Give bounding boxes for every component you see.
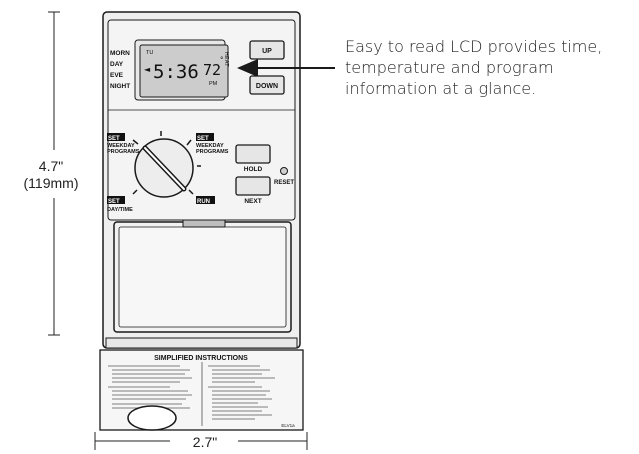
next-button[interactable]: NEXT (244, 198, 261, 205)
tag-set-weekday-right: SET (197, 136, 209, 142)
label-daytime: DAY/TIME (107, 207, 133, 213)
cover-window (113, 219, 292, 333)
lcd-callout-text: Easy to read LCD provides time, temperat… (345, 36, 630, 99)
instructions-title: SIMPLIFIED INSTRUCTIONS (154, 355, 248, 362)
label-programs-right: PROGRAMS (196, 149, 229, 155)
width-dimension-label: 2.7" (192, 434, 218, 450)
tag-bg-daytime (107, 196, 125, 204)
up-button-shape (249, 40, 285, 60)
lcd-time: 5:36 (153, 61, 199, 83)
label-weekday-right: WEEKDAY (196, 143, 224, 149)
period-morn: MORN (110, 50, 130, 57)
period-eve: EVE (110, 72, 124, 79)
lcd-screen (139, 44, 229, 98)
hold-button-shape (235, 144, 271, 164)
tag-bg-left (107, 133, 125, 141)
up-button[interactable]: UP (262, 48, 272, 55)
label-programs-left: PROGRAMS (107, 149, 140, 155)
width-dimension-line (94, 432, 308, 450)
down-button[interactable]: DOWN (256, 83, 278, 90)
period-day: DAY (110, 61, 124, 68)
height-mm: (119mm) (23, 175, 79, 191)
tag-bg-right (196, 133, 214, 141)
callout-line-3: information at a glance. (345, 79, 537, 98)
next-button-shape (235, 176, 271, 196)
tag-set-weekday-left: SET (108, 136, 120, 142)
instructions-model: ELV1a (281, 423, 295, 428)
lcd-temperature: 72 (203, 61, 221, 79)
reset-button[interactable]: RESET (274, 180, 294, 186)
lcd-degree: ° (220, 56, 224, 64)
height-inches: 4.7" (38, 158, 64, 174)
down-button-shape (249, 75, 285, 95)
instruction-card (99, 349, 304, 431)
tag-bg-run (196, 196, 215, 204)
callout-line-2: temperature and program (345, 58, 554, 77)
lcd-mode: HEAT (223, 52, 229, 67)
hold-button[interactable]: HOLD (244, 166, 263, 173)
height-dimension-label: 4.7" (119mm) (6, 158, 96, 192)
height-dimension-line (48, 11, 60, 336)
mode-dial (132, 131, 201, 198)
tag-run: RUN (197, 199, 210, 205)
period-night: NIGHT (110, 83, 130, 90)
lcd-day: TU (146, 50, 153, 56)
reset-button-dot (280, 167, 288, 175)
label-weekday-left: WEEKDAY (107, 143, 135, 149)
lcd-period-arrow: ◄ (144, 65, 151, 74)
tag-set-daytime: SET (108, 199, 120, 205)
callout-arrow (237, 59, 335, 77)
hinge-strip (105, 337, 298, 349)
lcd-ampm: PM (209, 81, 218, 87)
callout-line-1: Easy to read LCD provides time, (345, 37, 603, 56)
